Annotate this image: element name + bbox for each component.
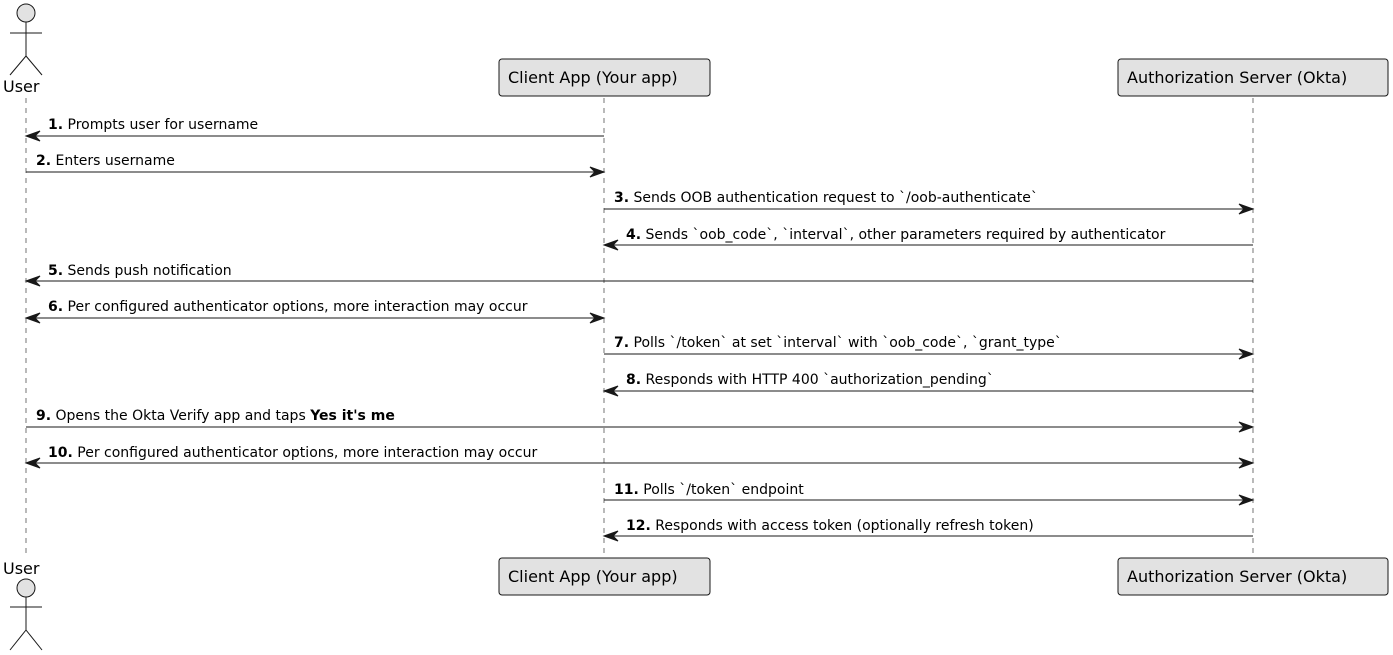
message-9: 9. Opens the Okta Verify app and taps Ye… [26,408,1255,433]
message-6-label: 6. Per configured authenticator options,… [48,299,528,315]
message-4-label: 4. Sends `oob_code`, `interval`, other p… [626,227,1166,243]
user-actor-bottom: User [3,559,43,651]
auth-box-bottom: Authorization Server (Okta) [1117,557,1389,596]
message-10-arrowhead-icon [1238,457,1255,469]
message-4: 4. Sends `oob_code`, `interval`, other p… [602,227,1253,251]
message-8-arrowhead-icon [602,385,619,397]
message-3: 3. Sends OOB authentication request to `… [604,190,1255,215]
client-label-bottom: Client App (Your app) [508,567,678,586]
message-5-arrowhead-icon [24,275,41,287]
message-4-arrowhead-icon [602,239,619,251]
message-12-arrowhead-icon [602,530,619,542]
client-box-bottom: Client App (Your app) [498,557,711,596]
auth-box-top: Authorization Server (Okta) [1117,58,1389,97]
message-2-arrowhead-icon [589,166,606,178]
message-7-label: 7. Polls `/token` at set `interval` with… [614,335,1062,351]
message-8: 8. Responds with HTTP 400 `authorization… [602,372,1253,397]
message-10-label: 10. Per configured authenticator options… [48,445,537,461]
actor-head-icon [16,578,36,598]
message-2: 2. Enters username [26,153,606,178]
message-9-arrowhead-icon [1238,421,1255,433]
message-11-label: 11. Polls `/token` endpoint [614,482,804,498]
message-5-label: 5. Sends push notification [48,263,232,279]
client-label-top: Client App (Your app) [508,68,678,87]
message-1-arrowhead-icon [24,130,41,142]
messages-group: 1. Prompts user for username 2. Enters u… [24,117,1255,542]
message-7-arrowhead-icon [1238,348,1255,360]
message-1-label: 1. Prompts user for username [48,117,258,133]
message-11: 11. Polls `/token` endpoint [604,482,1255,506]
client-box-top: Client App (Your app) [498,58,711,97]
user-label-top: User [3,77,40,96]
message-10: 10. Per configured authenticator options… [24,445,1255,469]
message-12: 12. Responds with access token (optional… [602,518,1253,542]
message-3-label: 3. Sends OOB authentication request to `… [614,190,1038,206]
message-3-arrowhead-icon [1238,203,1255,215]
message-8-label: 8. Responds with HTTP 400 `authorization… [626,372,994,388]
user-actor-top: User [3,3,43,96]
auth-label-bottom: Authorization Server (Okta) [1127,567,1347,586]
actor-head-icon [16,3,36,23]
user-label-bottom: User [3,559,40,578]
message-5: 5. Sends push notification [24,263,1253,287]
message-7: 7. Polls `/token` at set `interval` with… [604,335,1255,360]
message-6: 6. Per configured authenticator options,… [24,299,606,324]
message-12-label: 12. Responds with access token (optional… [626,518,1034,534]
message-6-arrowhead-icon [589,312,606,324]
message-1: 1. Prompts user for username [24,117,604,142]
auth-label-top: Authorization Server (Okta) [1127,68,1347,87]
message-9-label: 9. Opens the Okta Verify app and taps Ye… [36,408,395,424]
message-6-arrowtail-icon [24,312,41,324]
message-2-label: 2. Enters username [36,153,175,169]
message-10-arrowtail-icon [24,457,41,469]
message-11-arrowhead-icon [1238,494,1255,506]
